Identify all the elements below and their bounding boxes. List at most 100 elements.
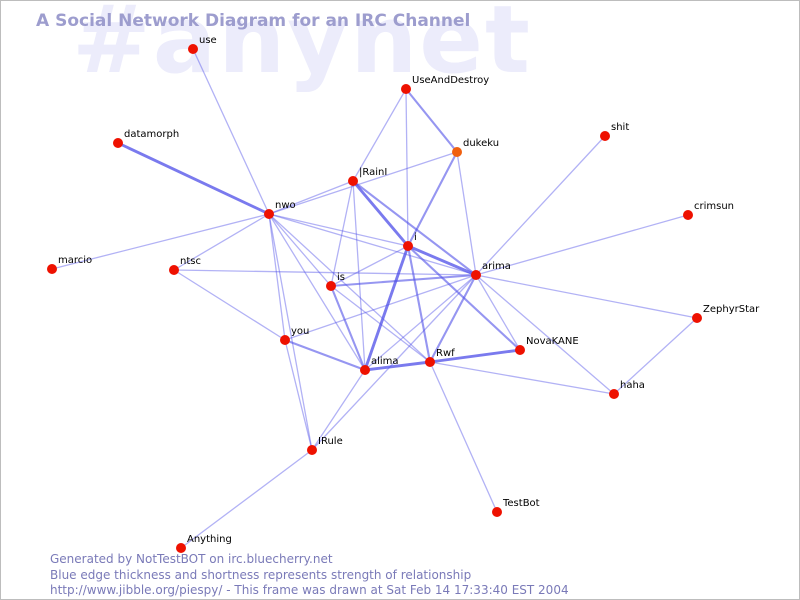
node-label: nwo [275,200,296,211]
node-ZephyrStar: ZephyrStar [692,304,760,323]
edge-alima-Rwf [363,360,432,372]
node-arima: arima [471,261,511,280]
channel-watermark: #anynet [72,0,532,95]
node-ntsc: ntsc [169,256,201,275]
node-label: |RainI [359,167,387,178]
node-dot [280,335,290,345]
edge-alima-IRule [311,369,366,451]
footer-legend-note: Blue edge thickness and shortness repres… [50,567,472,582]
edge-i-is [330,245,409,287]
edge-arima-haha [475,274,615,395]
edge-nwo-i [268,213,409,247]
edge-IRainI-nwo [268,180,354,215]
node-NovaKANE: NovaKANE [515,336,579,355]
edge-ntsc-arima [173,269,477,276]
node-label: i [414,232,417,243]
node-dot [492,507,502,517]
node-label: is [337,272,345,283]
node-dot [188,44,198,54]
edge-IRainI-arima [351,179,478,277]
footer-generated-by: Generated by NotTestBOT on irc.bluecherr… [50,552,333,566]
node-label: arima [482,261,511,272]
edge-i-arima [406,244,478,277]
edge-use-nwo [192,48,270,215]
node-label: Rwf [436,348,455,359]
node-use: use [188,35,217,54]
node-label: alima [371,356,399,367]
node-label: ZephyrStar [703,304,760,315]
node-dot [326,281,336,291]
footer-source-timestamp: http://www.jibble.org/piespy/ - This fra… [50,583,569,597]
edge-arima-IRule [311,274,477,451]
node-TestBot: TestBot [492,498,540,517]
edge-arima-Rwf [428,273,478,364]
node-dot [471,270,481,280]
edge-nwo-Rwf [268,213,431,363]
node-label: TestBot [502,498,540,509]
edge-crimsun-arima [475,214,689,276]
edge-Rwf-haha [429,361,615,395]
edge-Rwf-NovaKANE [428,348,522,364]
node-UseAndDestroy: UseAndDestroy [401,75,489,94]
node-dot [176,543,186,553]
node-dot [403,241,413,251]
node-IRainI: |RainI [348,167,387,186]
node-dot [692,313,702,323]
diagram-title: A Social Network Diagram for an IRC Chan… [36,11,471,31]
edge-is-alima [329,284,367,372]
edge-arima-NovaKANE [475,274,521,351]
edge-Rwf-TestBot [429,361,498,513]
node-marcio: marcio [47,255,92,274]
node-dot [47,264,57,274]
edge-layer [51,48,698,549]
edge-nwo-ntsc [173,213,270,271]
node-haha: haha [609,380,645,399]
node-nwo: nwo [264,200,296,219]
node-dot [169,265,179,275]
node-dukeku: dukeku [452,138,499,157]
node-label: crimsun [694,201,734,212]
node-label: UseAndDestroy [412,75,489,86]
node-alima: alima [360,356,399,375]
edge-arima-you [284,274,477,341]
node-dot [113,138,123,148]
node-label: shit [611,122,629,133]
node-label: datamorph [124,129,179,140]
node-i: i [403,232,417,251]
edge-IRule-Anything [180,449,313,549]
node-dot [609,389,619,399]
node-dot [515,345,525,355]
edge-i-Rwf [406,244,432,364]
node-dot [307,445,317,455]
edge-ntsc-you [173,269,286,341]
edge-UseAndDestroy-i [405,88,409,247]
node-Rwf: Rwf [425,348,455,367]
node-dot [600,131,610,141]
node-label: haha [620,380,645,391]
node-dot [683,210,693,220]
node-label: you [291,326,309,337]
node-shit: shit [600,122,629,141]
edge-arima-is [329,273,478,288]
edge-you-IRule [284,339,313,451]
node-label: NovaKANE [526,336,579,347]
edge-arima-ZephyrStar [475,274,698,319]
edge-nwo-is [268,213,332,287]
node-label: use [199,35,217,46]
node-label: marcio [58,255,92,266]
node-you: you [280,326,309,345]
edge-nwo-IRule [268,213,313,451]
node-datamorph: datamorph [113,129,179,148]
edge-IRainI-alima [352,180,366,371]
node-dot [264,209,274,219]
edge-i-alima [363,244,410,372]
node-dot [401,84,411,94]
edge-ZephyrStar-haha [613,317,698,395]
edge-IRainI-i [351,179,410,248]
node-label: Anything [187,534,232,545]
footer: Generated by NotTestBOT on irc.bluecherr… [50,552,569,599]
node-dot [348,176,358,186]
node-is: is [326,272,345,291]
node-dot [425,357,435,367]
